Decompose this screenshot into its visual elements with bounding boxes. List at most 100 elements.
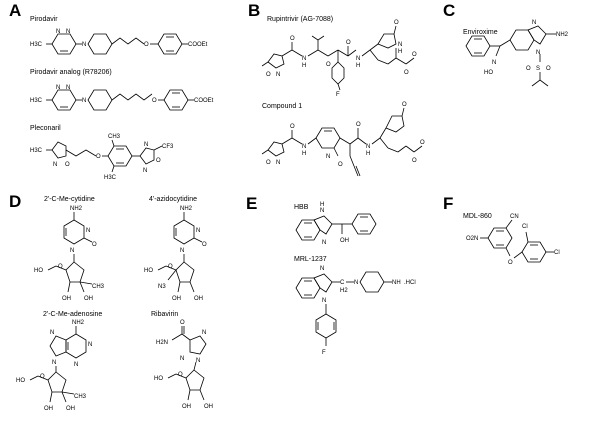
atom-label: O bbox=[338, 162, 343, 168]
atom-label: O bbox=[412, 52, 417, 58]
compound-name-2-c-me-cytidine: 2'-C-Me-cytidine bbox=[44, 196, 95, 203]
atom-label: O bbox=[65, 162, 70, 168]
atom-label: N bbox=[180, 248, 184, 254]
atom-label: NH2 bbox=[72, 320, 85, 326]
atom-label: F bbox=[336, 92, 340, 98]
structure-2-c-me-cytidine: NH2 N N O O HO OH OH CH3 bbox=[34, 206, 105, 302]
atom-label: NH2 bbox=[180, 206, 193, 212]
atom-label: O bbox=[156, 158, 161, 164]
atom-label: H bbox=[398, 49, 402, 55]
atom-label: N bbox=[70, 248, 74, 254]
atom-label: O bbox=[402, 102, 407, 108]
atom-label: H2N bbox=[156, 340, 168, 346]
compound-name-pirodavir: Pirodavir bbox=[30, 16, 58, 23]
atom-label: O bbox=[508, 260, 513, 266]
atom-label: N bbox=[196, 228, 200, 234]
atom-label: COOEt bbox=[194, 98, 214, 104]
atom-label: HO bbox=[16, 378, 25, 384]
atom-label: O bbox=[58, 264, 63, 270]
atom-label: H bbox=[356, 63, 360, 69]
atom-label: CH3 bbox=[108, 134, 121, 140]
atom-label: O bbox=[152, 98, 157, 104]
atom-label: H3C bbox=[30, 98, 43, 104]
atom-label: O bbox=[92, 242, 97, 248]
atom-label: N bbox=[52, 360, 56, 366]
compound-name-mrl-1237: MRL-1237 bbox=[294, 256, 327, 263]
structure-pirodavir-analog: H3C N N N O COOEt bbox=[30, 85, 214, 111]
atom-label: HO bbox=[484, 70, 493, 76]
atom-label: H bbox=[366, 151, 370, 157]
atom-label: O bbox=[394, 20, 399, 26]
atom-label: H3C bbox=[104, 175, 117, 181]
atom-label: O bbox=[290, 124, 295, 130]
atom-label: NH2 bbox=[556, 32, 569, 38]
structure-compound-1: O N O N H N O O N H O O O bbox=[261, 102, 425, 177]
atom-label: O bbox=[202, 242, 207, 248]
atom-label: O bbox=[144, 42, 149, 48]
atom-label: N bbox=[86, 228, 90, 234]
atom-label: N bbox=[532, 20, 536, 26]
atom-label: OH bbox=[204, 404, 213, 410]
structure-rupintrivir: O N O N H O F O N H O N H O bbox=[261, 20, 417, 98]
structure-mrl-1237: N N C H2 N NH .HCl F bbox=[295, 266, 416, 356]
atom-label: OH bbox=[62, 296, 71, 302]
compound-name-pleconaril: Pleconaril bbox=[30, 125, 61, 132]
atom-label: OH bbox=[44, 406, 53, 412]
atom-label: O bbox=[404, 70, 409, 76]
atom-label: N bbox=[320, 266, 324, 272]
atom-label: NH bbox=[392, 280, 401, 286]
compound-name-ribavirin: Ribavirin bbox=[151, 311, 179, 318]
panel-letter-a: A bbox=[9, 1, 22, 20]
compound-name-hbb: HBB bbox=[294, 204, 309, 211]
compound-name-2-c-me-adenosine: 2'-C-Me-adenosine bbox=[43, 311, 103, 318]
atom-label: O bbox=[546, 66, 551, 72]
atom-label: N bbox=[398, 42, 402, 48]
atom-label: H2 bbox=[340, 288, 348, 294]
atom-label: N bbox=[66, 29, 70, 35]
atom-label: N bbox=[202, 330, 206, 336]
structure-hbb: N H N OH bbox=[295, 202, 377, 246]
atom-label: HO bbox=[34, 268, 43, 274]
atom-label: HO bbox=[144, 268, 153, 274]
atom-label: O bbox=[412, 158, 417, 164]
atom-label: C bbox=[340, 280, 345, 286]
atom-label: O bbox=[526, 66, 531, 72]
atom-label: CF3 bbox=[162, 144, 174, 150]
atom-label: N bbox=[326, 154, 330, 160]
atom-label: N bbox=[82, 42, 86, 48]
structure-pirodavir: H3C N N N O COOEt bbox=[30, 29, 208, 55]
atom-label: N bbox=[88, 342, 92, 348]
atom-label: H bbox=[302, 63, 306, 69]
atom-label: O bbox=[180, 320, 185, 326]
atom-label: N bbox=[276, 72, 280, 78]
atom-label: O bbox=[266, 72, 271, 78]
compound-name-compound-1: Compound 1 bbox=[262, 103, 303, 110]
compound-name-pirodavir-analog: Pirodavir analog (R78206) bbox=[30, 69, 112, 76]
atom-label: N bbox=[320, 208, 324, 214]
atom-label: H bbox=[302, 151, 306, 157]
atom-label: H3C bbox=[30, 42, 43, 48]
atom-label: .HCl bbox=[404, 280, 416, 286]
panel-letter-f: F bbox=[443, 194, 454, 213]
atom-label: N bbox=[536, 50, 540, 56]
compound-name-mdl-860: MDL-860 bbox=[463, 213, 492, 220]
structure-enviroxime: N HO N N NH2 S O O bbox=[465, 20, 569, 87]
atom-label: Cl bbox=[522, 224, 528, 230]
atom-label: OH bbox=[182, 404, 191, 410]
atom-label: H bbox=[320, 202, 324, 208]
structure-2-c-me-adenosine: NH2 N N N N O HO OH OH CH3 bbox=[16, 320, 92, 412]
atom-label: N bbox=[143, 168, 147, 174]
structure-mdl-860: O2N CN O Cl Cl bbox=[466, 214, 560, 266]
atom-label: HO bbox=[154, 376, 163, 382]
compound-name-rupintrivir: Rupintrivir (AG-7088) bbox=[267, 16, 334, 23]
atom-label: CN bbox=[510, 214, 519, 220]
atom-label: O bbox=[290, 36, 295, 42]
structure-4-azidocytidine: NH2 N N O O HO N3 OH OH bbox=[144, 206, 207, 302]
atom-label: O bbox=[266, 160, 271, 166]
atom-label: N bbox=[56, 29, 60, 35]
atom-label: N bbox=[322, 240, 326, 246]
structure-pleconaril: H3C N O O CH3 H3C N N O CF3 bbox=[30, 134, 174, 181]
atom-label: CH3 bbox=[74, 394, 87, 400]
panel-letter-c: C bbox=[443, 1, 456, 20]
atom-label: N bbox=[82, 98, 86, 104]
